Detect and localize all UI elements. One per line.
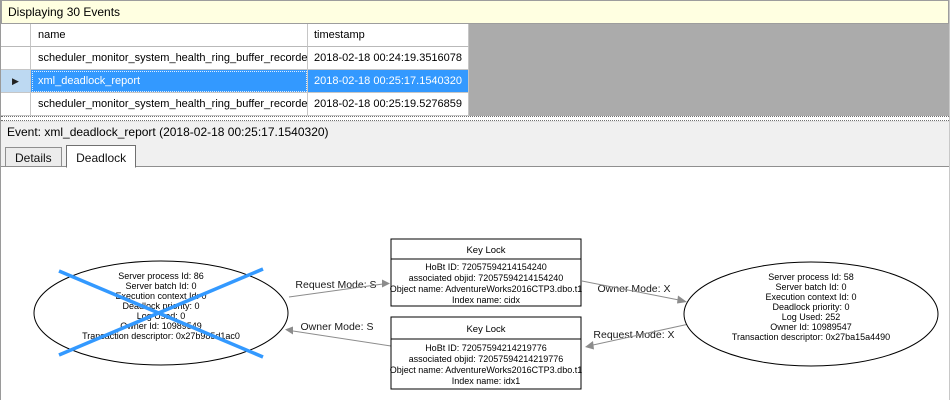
events-count-text: Displaying 30 Events xyxy=(8,5,121,19)
svg-text:Owner Id: 10989549: Owner Id: 10989549 xyxy=(120,321,202,331)
svg-text:Log Used: 252: Log Used: 252 xyxy=(782,312,841,322)
process-node-victim[interactable]: Server process Id: 86 Server batch Id: 0… xyxy=(33,260,289,366)
pane-splitter[interactable] xyxy=(1,116,949,121)
svg-text:Server process Id: 58: Server process Id: 58 xyxy=(768,272,854,282)
column-header-name[interactable]: name xyxy=(31,24,308,47)
grid-corner-cell xyxy=(1,24,31,47)
current-row-marker-icon: ▶ xyxy=(12,76,19,86)
selected-event-label: Event: xml_deadlock_report (2018-02-18 0… xyxy=(1,121,949,143)
svg-text:Deadlock priority: 0: Deadlock priority: 0 xyxy=(122,301,199,311)
svg-text:Server batch Id: 0: Server batch Id: 0 xyxy=(125,281,196,291)
svg-text:Server process Id: 86: Server process Id: 86 xyxy=(118,271,204,281)
svg-text:Key Lock: Key Lock xyxy=(466,245,505,256)
column-header-timestamp[interactable]: timestamp xyxy=(308,24,469,47)
svg-text:Owner Mode: S: Owner Mode: S xyxy=(301,321,374,333)
events-count-bar: Displaying 30 Events xyxy=(1,0,949,24)
tab-deadlock[interactable]: Deadlock xyxy=(66,145,137,168)
event-name-cell[interactable]: xml_deadlock_report xyxy=(31,70,308,93)
svg-text:HoBt ID: 72057594214154240: HoBt ID: 72057594214154240 xyxy=(425,262,547,272)
deadlock-graph-pane: Request Mode: S Owner Mode: S Owner Mode… xyxy=(1,167,949,400)
row-header-cell xyxy=(1,93,31,116)
svg-text:Transaction descriptor: 0x27ba: Transaction descriptor: 0x27ba15a4490 xyxy=(732,332,890,342)
selected-event-text: Event: xml_deadlock_report (2018-02-18 0… xyxy=(7,125,329,139)
table-row[interactable]: scheduler_monitor_system_health_ring_buf… xyxy=(1,93,949,116)
event-name-cell[interactable]: scheduler_monitor_system_health_ring_buf… xyxy=(31,93,308,116)
tab-details[interactable]: Details xyxy=(5,147,62,167)
resource-node-keylock-bottom[interactable]: Key Lock HoBt ID: 72057594214219776 asso… xyxy=(390,316,582,390)
event-timestamp-cell[interactable]: 2018-02-18 00:25:17.1540320 xyxy=(308,70,469,93)
svg-text:Object name: AdventureWorks201: Object name: AdventureWorks2016CTP3.dbo.… xyxy=(390,284,582,294)
svg-text:HoBt ID: 72057594214219776: HoBt ID: 72057594214219776 xyxy=(425,343,547,353)
svg-text:Request Mode: X: Request Mode: X xyxy=(593,329,674,341)
event-name-cell[interactable]: scheduler_monitor_system_health_ring_buf… xyxy=(31,47,308,70)
table-row[interactable]: scheduler_monitor_system_health_ring_buf… xyxy=(1,47,949,70)
svg-text:associated objid: 720575942142: associated objid: 72057594214219776 xyxy=(409,354,564,364)
resource-node-keylock-top[interactable]: Key Lock HoBt ID: 72057594214154240 asso… xyxy=(390,238,582,307)
svg-text:Object name: AdventureWorks201: Object name: AdventureWorks2016CTP3.dbo.… xyxy=(390,365,582,375)
svg-text:Index name: idx1: Index name: idx1 xyxy=(452,376,521,386)
event-timestamp-cell[interactable]: 2018-02-18 00:25:19.5276859 xyxy=(308,93,469,116)
grid-header-row: name timestamp xyxy=(1,24,949,47)
svg-text:Deadlock priority: 0: Deadlock priority: 0 xyxy=(772,302,849,312)
edge-owner-s: Owner Mode: S xyxy=(285,321,392,347)
event-timestamp-cell[interactable]: 2018-02-18 00:24:19.3516078 xyxy=(308,47,469,70)
process-node[interactable]: Server process Id: 58 Server batch Id: 0… xyxy=(683,261,939,367)
svg-text:Owner Mode: X: Owner Mode: X xyxy=(598,283,671,295)
svg-text:Index name: cidx: Index name: cidx xyxy=(452,295,521,305)
edge-owner-x: Owner Mode: X xyxy=(581,280,687,304)
svg-text:Request Mode: S: Request Mode: S xyxy=(295,279,376,291)
svg-text:Execution context Id: 0: Execution context Id: 0 xyxy=(765,292,856,302)
row-header-cell xyxy=(1,47,31,70)
events-grid: name timestamp scheduler_monitor_system_… xyxy=(1,24,949,116)
edge-request-x: Request Mode: X xyxy=(585,323,690,350)
detail-tabstrip: Details Deadlock xyxy=(1,143,949,168)
edge-request-s: Request Mode: S xyxy=(288,279,390,298)
deadlock-graph: Request Mode: S Owner Mode: S Owner Mode… xyxy=(33,238,939,390)
svg-text:associated objid: 720575942141: associated objid: 72057594214154240 xyxy=(409,273,564,283)
svg-text:Server batch Id: 0: Server batch Id: 0 xyxy=(775,282,846,292)
svg-text:Transaction descriptor: 0x27b9: Transaction descriptor: 0x27b985d1ac0 xyxy=(82,331,240,341)
svg-text:Log Used: 0: Log Used: 0 xyxy=(137,311,186,321)
victim-cross-icon xyxy=(58,267,264,359)
svg-text:Execution context Id: 0: Execution context Id: 0 xyxy=(115,291,206,301)
svg-text:Owner Id: 10989547: Owner Id: 10989547 xyxy=(770,322,852,332)
row-header-cell: ▶ xyxy=(1,70,31,93)
table-row-selected[interactable]: ▶ xml_deadlock_report 2018-02-18 00:25:1… xyxy=(1,70,949,93)
svg-text:Key Lock: Key Lock xyxy=(466,324,505,335)
